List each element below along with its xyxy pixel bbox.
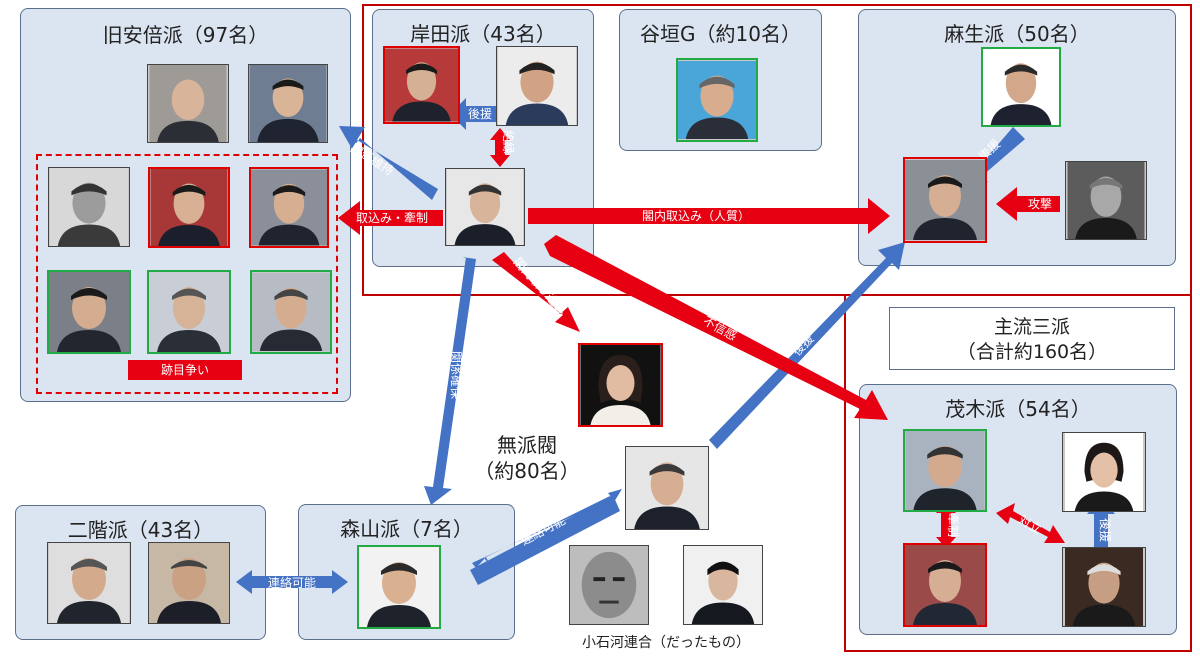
person-icon (149, 65, 227, 142)
independents-label: 無派閥 （約80名） (462, 432, 592, 484)
arrow-nikai-moriyama-contact: 連絡可能 (236, 570, 348, 594)
person-icon (252, 273, 330, 351)
person-icon (983, 49, 1059, 125)
person-icon (251, 169, 327, 246)
group-title: 二階派（43名） (67, 518, 214, 542)
arrow-kishida-zetsuen: 絶縁 (490, 128, 516, 167)
portrait-aoki (1062, 547, 1146, 627)
person-icon (149, 543, 229, 623)
group-title: 旧安倍派（97名） (102, 23, 269, 47)
portrait-abe-6 (47, 270, 131, 354)
person-icon (626, 447, 708, 529)
portrait-koishikawa-2 (683, 545, 763, 625)
portrait-nikai-2 (148, 542, 230, 624)
person-icon (149, 272, 229, 352)
person-icon (678, 61, 756, 139)
group-title: 茂木派（54名） (945, 397, 1091, 421)
group-title: 森山派（7名） (340, 517, 473, 541)
person-icon (1065, 548, 1143, 626)
mainstream-summary-line1: 主流三派 (993, 316, 1070, 338)
person-icon (498, 47, 576, 125)
portrait-abe-5 (249, 167, 329, 248)
mainstream-summary-box: 主流三派 （合計約160名） (889, 307, 1175, 370)
mainstream-factions-frame (362, 4, 1192, 296)
portrait-kono (903, 157, 987, 243)
person-icon (447, 169, 523, 245)
portrait-abe-1 (147, 64, 229, 143)
person-icon (49, 272, 129, 352)
person-icon (684, 546, 762, 624)
arrow-motegi-kensei: 牽制 (936, 502, 961, 548)
arrow-koen-to-hayashi: 後援 (450, 98, 496, 130)
arrow-label-motegi-koen: 後援 (1098, 518, 1112, 542)
portrait-abe-4 (148, 167, 230, 248)
independents-line2: （約80名） (474, 459, 580, 483)
portrait-abe-8 (250, 270, 332, 354)
arrow-kishida-to-moriyama: 関係確保 (424, 257, 476, 505)
arrow-label-koen: 後援 (468, 107, 492, 121)
arrow-label-kankei-kakuho: 関係確保 (449, 351, 464, 399)
person-icon (359, 547, 439, 627)
koishikawa-label: 小石河連合（だったもの） (582, 635, 750, 651)
arrow-kishida-to-abe-torikomi: 取込み・牽制 (338, 201, 443, 235)
person-icon (150, 169, 228, 246)
person-icon (49, 543, 129, 623)
group-title: 谷垣G（約10名） (640, 22, 801, 46)
portrait-kishida-1 (383, 46, 460, 124)
portrait-tanigaki (676, 58, 758, 142)
arrow-label-kensei: 牽制 (946, 513, 961, 537)
portrait-takaichi (578, 343, 663, 427)
portrait-abe-3 (48, 167, 130, 247)
arrow-label-renraku-nikai: 連絡可能 (268, 575, 316, 590)
arrow-label-kakunai-hitojichi: 閣内取込み（人質） (642, 208, 750, 223)
portrait-abe-7 (147, 270, 231, 354)
arrow-motegi-tairitsu: 対立 (996, 503, 1065, 543)
arrow-label-kogeki: 攻撃 (1028, 196, 1052, 211)
arrow-label-torikomi-kensei: 取込み・牽制 (356, 210, 428, 225)
portrait-kishida-leader (445, 168, 525, 246)
portrait-suga (625, 446, 709, 530)
person-icon (905, 431, 985, 510)
person-icon (905, 545, 985, 625)
person-icon (580, 345, 661, 425)
arrow-label-kankei-iji: 関係維持 (348, 140, 397, 178)
person-icon (570, 546, 648, 624)
arrow-label-zetsuen: 絶縁 (501, 130, 516, 154)
portrait-kishida-2 (496, 46, 578, 126)
independents-line1: 無派閥 (497, 433, 557, 457)
person-icon (385, 48, 458, 122)
arrow-kishida-to-kono: 閣内取込み（人質） (528, 198, 890, 234)
person-icon (905, 160, 985, 240)
portrait-koishikawa-1 (569, 545, 649, 625)
group-title: 麻生派（50名） (944, 22, 1090, 46)
portrait-aso (981, 47, 1061, 127)
group-title: 岸田派（43名） (410, 22, 556, 46)
arrow-kishida-to-abe: 関係維持 (339, 126, 438, 200)
portrait-motegi-2 (903, 543, 987, 627)
person-icon (1067, 162, 1145, 239)
person-icon (249, 65, 327, 142)
portrait-aso-attacker (1065, 161, 1147, 240)
arrow-label-kakunai-torikomi: 閣内取り込み (511, 255, 570, 318)
mainstream-summary-line2: （合計約160名） (956, 341, 1108, 363)
succession-dispute-box (36, 154, 338, 394)
portrait-motegi (903, 429, 987, 512)
portrait-abe-2 (248, 64, 328, 143)
portrait-moriyama (357, 545, 441, 629)
person-icon (50, 168, 128, 246)
portrait-obuchi (1062, 432, 1146, 512)
person-icon (1065, 433, 1143, 511)
arrow-attack-on-kono: 攻撃 (996, 187, 1060, 221)
succession-dispute-tag: 跡目争い (128, 360, 242, 380)
mainstream-factions-frame-lower (844, 294, 1192, 652)
portrait-nikai-1 (47, 542, 131, 624)
